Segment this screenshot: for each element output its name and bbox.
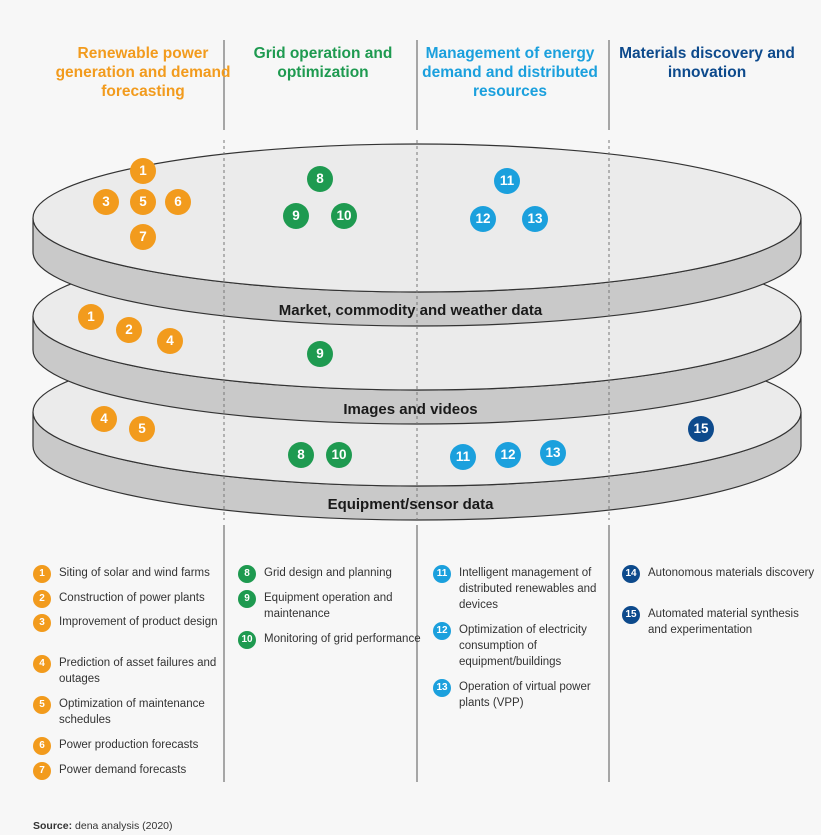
legend-text-2: Construction of power plants bbox=[59, 592, 205, 604]
legend-item-2: 2 Construction of power plants bbox=[33, 590, 239, 608]
column-title-demand: Management of energy demand and distribu… bbox=[422, 45, 598, 100]
legend-text-10: Monitoring of grid performance bbox=[264, 633, 421, 645]
legend-badge-3: 3 bbox=[33, 614, 51, 632]
badge-12-layer-1: 12 bbox=[470, 206, 496, 232]
legend-badge-15: 15 bbox=[622, 606, 640, 624]
legend-badge-6: 6 bbox=[33, 737, 51, 755]
badge-13-layer-1: 13 bbox=[522, 206, 548, 232]
badge-1-layer-1: 1 bbox=[130, 158, 156, 184]
legend-badge-7: 7 bbox=[33, 762, 51, 780]
badge-5-layer-1: 5 bbox=[130, 189, 156, 215]
legend-text-1: Siting of solar and wind farms bbox=[59, 567, 210, 579]
badge-8-layer-1: 8 bbox=[307, 166, 333, 192]
legend-text-3: Improvement of product design bbox=[59, 616, 218, 628]
legend-item-1: 1 Siting of solar and wind farms bbox=[33, 565, 239, 583]
legend-text-11: Intelligent management of distributed re… bbox=[459, 567, 597, 611]
layer-label-equipment: Equipment/sensor data bbox=[327, 496, 494, 513]
legend-text-14: Autonomous materials discovery bbox=[648, 567, 815, 579]
source-note: Source: dena analysis (2020) bbox=[33, 820, 173, 832]
badge-15-layer-3: 15 bbox=[688, 416, 714, 442]
legend-text-7: Power demand forecasts bbox=[59, 764, 187, 776]
legend-badge-4: 4 bbox=[33, 655, 51, 673]
column-title-materials: Materials discovery and innovation bbox=[619, 45, 795, 81]
legend-badge-13: 13 bbox=[433, 679, 451, 697]
legend-text-12: Optimization of electricity consumption … bbox=[459, 624, 587, 668]
legend-item-13: 13 Operation of virtual power plants (VPP… bbox=[433, 679, 619, 711]
badge-4-layer-3: 4 bbox=[91, 406, 117, 432]
legend-item-8: 8 Grid design and planning bbox=[238, 565, 424, 583]
badge-11-layer-1: 11 bbox=[494, 168, 520, 194]
legend-badge-2: 2 bbox=[33, 590, 51, 608]
layer-label-market: Market, commodity and weather data bbox=[278, 302, 543, 319]
legend-text-9: Equipment operation and maintenance bbox=[264, 592, 393, 620]
badge-3-layer-1: 3 bbox=[93, 189, 119, 215]
badge-8-layer-3: 8 bbox=[288, 442, 314, 468]
legend-badge-1: 1 bbox=[33, 565, 51, 583]
legend-text-15: Automated material synthesis and experim… bbox=[648, 608, 799, 636]
legend-badge-10: 10 bbox=[238, 631, 256, 649]
legend-item-7: 7 Power demand forecasts bbox=[33, 762, 239, 780]
legend-text-13: Operation of virtual power plants (VPP) bbox=[459, 681, 591, 709]
column-title-renewable: Renewable power generation and demand fo… bbox=[55, 45, 231, 100]
badge-13-layer-3: 13 bbox=[540, 440, 566, 466]
legend-badge-5: 5 bbox=[33, 696, 51, 714]
legend-item-3: 3 Improvement of product design bbox=[33, 614, 239, 632]
badge-10-layer-1: 10 bbox=[331, 203, 357, 229]
badge-2-layer-2: 2 bbox=[116, 317, 142, 343]
layer-label-images: Images and videos bbox=[343, 401, 478, 418]
legend-item-12: 12 Optimization of electricity consumptio… bbox=[433, 622, 619, 670]
legend-text-6: Power production forecasts bbox=[59, 739, 199, 751]
legend-item-10: 10 Monitoring of grid performance bbox=[238, 631, 424, 649]
badge-9-layer-2: 9 bbox=[307, 341, 333, 367]
badge-7-layer-1: 7 bbox=[130, 224, 156, 250]
legend-item-15: 15 Automated material synthesis and exper… bbox=[622, 606, 818, 638]
badge-9-layer-1: 9 bbox=[283, 203, 309, 229]
badge-6-layer-1: 6 bbox=[165, 189, 191, 215]
source-label: Source: bbox=[33, 820, 73, 832]
legend-badge-14: 14 bbox=[622, 565, 640, 583]
legend-badge-9: 9 bbox=[238, 590, 256, 608]
badge-12-layer-3: 12 bbox=[495, 442, 521, 468]
badge-10-layer-3: 10 bbox=[326, 442, 352, 468]
source-text: dena analysis (2020) bbox=[75, 820, 173, 832]
legend-badge-8: 8 bbox=[238, 565, 256, 583]
legend-item-14: 14 Autonomous materials discovery bbox=[622, 565, 818, 583]
legend-text-8: Grid design and planning bbox=[264, 567, 392, 579]
badge-11-layer-3: 11 bbox=[450, 444, 476, 470]
legend-badge-11: 11 bbox=[433, 565, 451, 583]
badge-5-layer-3: 5 bbox=[129, 416, 155, 442]
legend-text-5: Optimization of maintenance schedules bbox=[59, 698, 205, 726]
legend-item-4: 4 Prediction of asset failures and outage… bbox=[33, 655, 239, 687]
legend-item-6: 6 Power production forecasts bbox=[33, 737, 239, 755]
legend-item-11: 11 Intelligent management of distributed … bbox=[433, 565, 619, 613]
legend-badge-12: 12 bbox=[433, 622, 451, 640]
legend-item-9: 9 Equipment operation and maintenance bbox=[238, 590, 424, 622]
badge-1-layer-2: 1 bbox=[78, 304, 104, 330]
legend-text-4: Prediction of asset failures and outages bbox=[59, 657, 217, 685]
badge-4-layer-2: 4 bbox=[157, 328, 183, 354]
legend-item-5: 5 Optimization of maintenance schedules bbox=[33, 696, 239, 728]
column-title-grid: Grid operation and optimization bbox=[253, 45, 393, 81]
